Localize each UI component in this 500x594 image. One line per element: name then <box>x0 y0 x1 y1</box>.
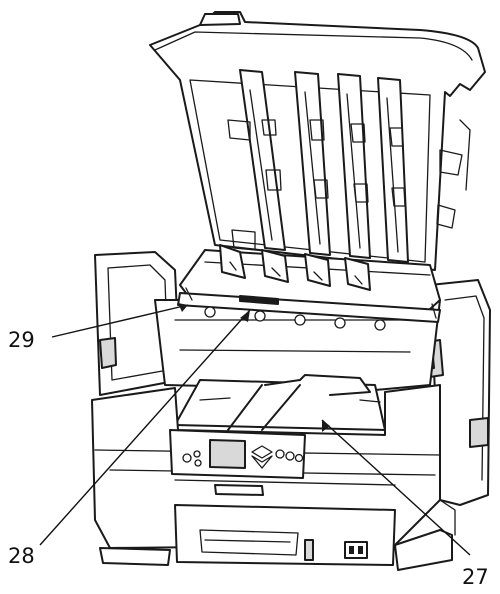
drum-section <box>177 244 441 331</box>
leader-27 <box>321 419 471 556</box>
callout-27: 27 <box>462 565 489 589</box>
callout-28: 28 <box>8 544 35 568</box>
control-panel-icon <box>169 429 306 479</box>
callout-29: 29 <box>8 328 35 352</box>
top-cover <box>149 11 486 271</box>
power-switch-icon <box>344 541 368 559</box>
leader-28 <box>39 309 251 546</box>
leader-29 <box>51 304 189 338</box>
